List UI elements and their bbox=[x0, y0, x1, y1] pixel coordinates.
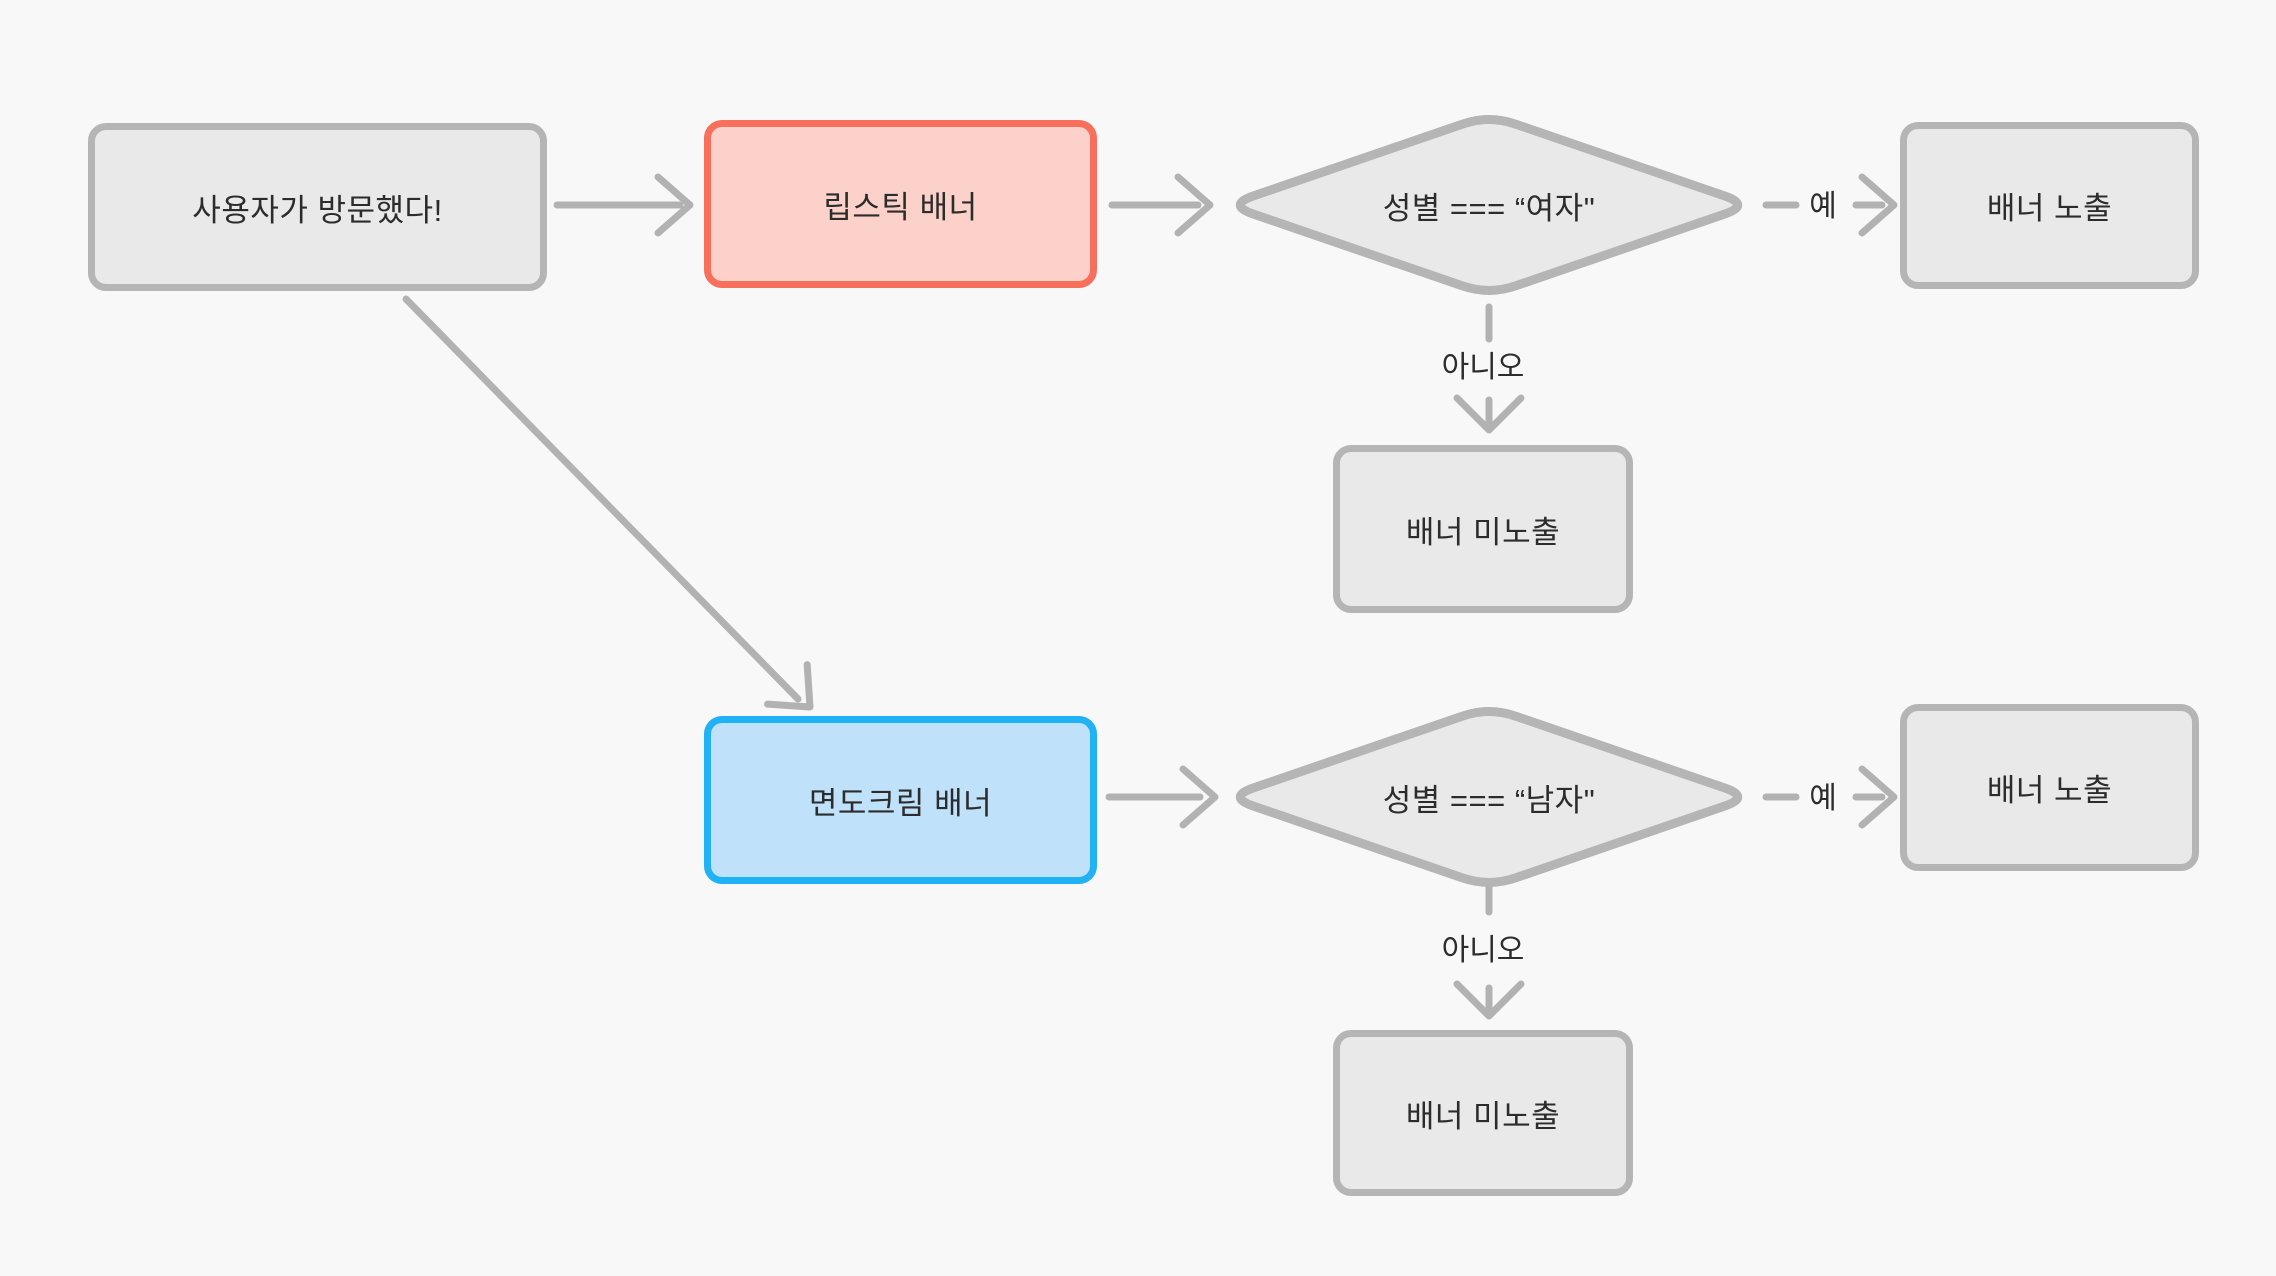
edge-male-check-no bbox=[1453, 880, 1525, 1020]
edge-label-no-male: 아니오 bbox=[1441, 934, 1525, 967]
arrowhead-down-icon bbox=[1453, 980, 1525, 1020]
edge-female-check-yes bbox=[1762, 173, 1898, 237]
decision-label: 성별 === “여자" bbox=[1382, 190, 1596, 226]
edge-shaving-to-male-check bbox=[1105, 765, 1219, 829]
decision-gender-female: 성별 === “여자" bbox=[1217, 106, 1761, 304]
diamond-shape bbox=[1235, 115, 1743, 295]
diamond-outline bbox=[1235, 115, 1743, 295]
diamond-shape bbox=[1235, 707, 1743, 887]
node-lipstick-banner: 립스틱 배너 bbox=[704, 120, 1097, 288]
edge-label-yes-male: 예 bbox=[1809, 782, 1837, 815]
edge-male-check-yes bbox=[1762, 765, 1898, 829]
node-shaving-cream-banner: 면도크림 배너 bbox=[704, 716, 1097, 884]
node-start: 사용자가 방문했다! bbox=[88, 123, 547, 291]
arrowhead-right-icon bbox=[1858, 765, 1898, 829]
edge-start-to-shaving bbox=[402, 295, 814, 711]
edge-start-to-lipstick bbox=[553, 173, 694, 237]
decision-gender-male: 성별 === “남자" bbox=[1217, 698, 1761, 896]
arrowhead-right-icon bbox=[1174, 173, 1214, 237]
edge-label-yes-female: 예 bbox=[1809, 190, 1837, 223]
arrowhead-right-icon bbox=[1858, 173, 1898, 237]
node-banner-shown-male: 배너 노출 bbox=[1900, 704, 2199, 871]
arrowhead-right-icon bbox=[654, 173, 694, 237]
node-banner-hidden-female: 배너 미노출 bbox=[1333, 445, 1633, 613]
edge-female-check-no bbox=[1453, 303, 1525, 434]
edge-lipstick-to-female-check bbox=[1108, 173, 1214, 237]
diamond-outline bbox=[1235, 707, 1743, 887]
arrowhead-right-icon bbox=[1179, 765, 1219, 829]
decision-label: 성별 === “남자" bbox=[1382, 782, 1596, 818]
node-banner-hidden-male: 배너 미노출 bbox=[1333, 1030, 1633, 1196]
arrowhead-diagonal-icon bbox=[764, 661, 814, 711]
node-banner-shown-female: 배너 노출 bbox=[1900, 122, 2199, 289]
edge-line bbox=[402, 295, 802, 703]
arrowhead-down-icon bbox=[1453, 394, 1525, 434]
edge-label-no-female: 아니오 bbox=[1441, 351, 1525, 384]
